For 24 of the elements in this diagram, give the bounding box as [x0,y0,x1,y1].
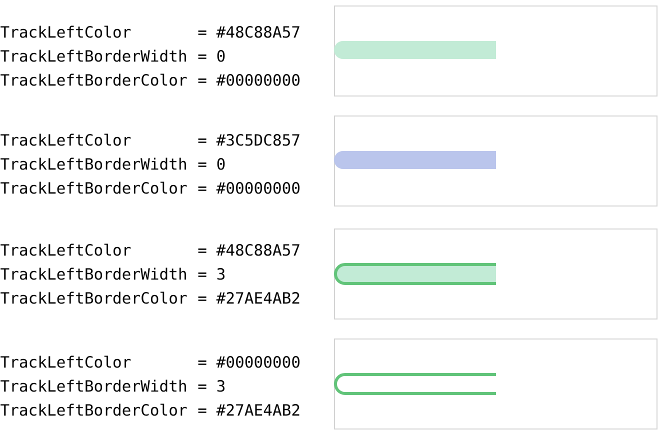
property-value: = #00000000 [198,74,300,86]
property-name: TrackLeftColor [0,134,131,146]
property-name: TrackLeftBorderColor [0,292,187,304]
property-name: TrackLeftBorderColor [0,74,187,86]
property-name: TrackLeftBorderColor [0,404,187,416]
property-name: TrackLeftBorderWidth [0,268,186,280]
property-value: = #27AE4AB2 [198,292,300,304]
property-name: TrackLeftColor [0,26,131,38]
property-name: TrackLeftBorderWidth [0,380,186,392]
property-value: = #48C88A57 [198,26,300,38]
property-name: TrackLeftColor [0,356,131,368]
property-value: = 3 [198,380,224,392]
property-name: TrackLeftBorderWidth [0,50,186,62]
property-value: = #48C88A57 [198,244,300,256]
property-value: = 0 [198,50,225,62]
property-value: = #00000000 [198,182,300,194]
property-value: = 0 [198,158,225,170]
property-value: = 3 [198,268,224,280]
property-name: TrackLeftColor [0,244,131,256]
property-name: TrackLeftBorderColor [0,182,187,194]
property-name: TrackLeftBorderWidth [0,158,186,170]
property-value: = #27AE4AB2 [198,404,300,416]
property-value: = #00000000 [198,356,300,368]
property-value: = #3C5DC857 [198,134,300,146]
